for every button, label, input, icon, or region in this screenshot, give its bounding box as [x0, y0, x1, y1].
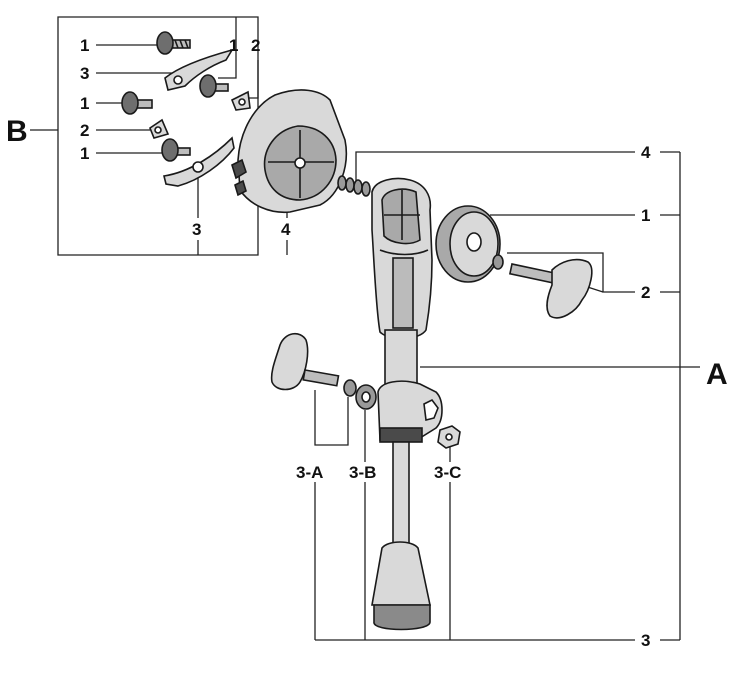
spring [337, 175, 371, 197]
callout-b: B [6, 115, 28, 148]
washer-mid-hole [154, 126, 162, 134]
pole-connector [377, 380, 443, 443]
label-b-1-right: 1 [229, 36, 238, 55]
label-b-2-mid: 2 [80, 121, 89, 140]
bracket-plate-top-hole [173, 75, 183, 85]
label-r-3: 3 [641, 631, 650, 650]
callout-a: A [706, 358, 728, 391]
label-3c: 3-C [434, 463, 461, 482]
label-3a: 3-A [296, 463, 323, 482]
b-2-right-leader [240, 60, 259, 99]
label-b-3-top: 3 [80, 64, 89, 83]
washer-3a [343, 379, 357, 397]
label-r-1: 1 [641, 206, 650, 225]
t-knob-screw-left [270, 332, 340, 391]
leader-lines [30, 16, 700, 641]
round-cap [435, 205, 501, 283]
b-1-right-leader [218, 17, 237, 79]
knob-screw-low [161, 138, 191, 162]
label-r-2: 2 [641, 283, 650, 302]
t-knob-screw-right [508, 258, 593, 319]
label-r-4: 4 [641, 143, 651, 162]
label-3b: 3-B [349, 463, 376, 482]
label-b-1-mid: 1 [80, 94, 89, 113]
r-4-leader [355, 151, 635, 184]
group-b-bracket [57, 16, 259, 256]
label-b-2-right: 2 [251, 36, 260, 55]
label-b-4-bottom: 4 [281, 220, 291, 239]
washer-right-assembly [492, 254, 504, 270]
bracket-plate-bottom-hole [192, 161, 204, 173]
label-b-1-low: 1 [80, 144, 89, 163]
clamp-housing [371, 177, 433, 340]
group-b-parts [121, 31, 347, 214]
main-assembly [270, 175, 593, 631]
pole-lower [392, 441, 410, 553]
knob-screw-mid [121, 91, 153, 115]
washer-3b-hole [361, 391, 371, 403]
l-3a-bracket [314, 390, 349, 446]
label-b-1-top: 1 [80, 36, 89, 55]
knob-screw-top [156, 31, 191, 55]
bracket-plate-bottom [163, 136, 235, 187]
handle-grip [371, 541, 431, 631]
r-2-leader-washer [507, 252, 635, 293]
label-b-3-bottom: 3 [192, 220, 201, 239]
mounting-head [231, 89, 347, 214]
hex-nut-3c [437, 425, 461, 449]
callout-labels: B A 1 3 1 2 1 1 2 3 4 4 1 2 3 3-A 3-B 3-… [6, 36, 728, 650]
washer-right-hole [238, 98, 246, 106]
knob-screw-right [199, 74, 229, 98]
